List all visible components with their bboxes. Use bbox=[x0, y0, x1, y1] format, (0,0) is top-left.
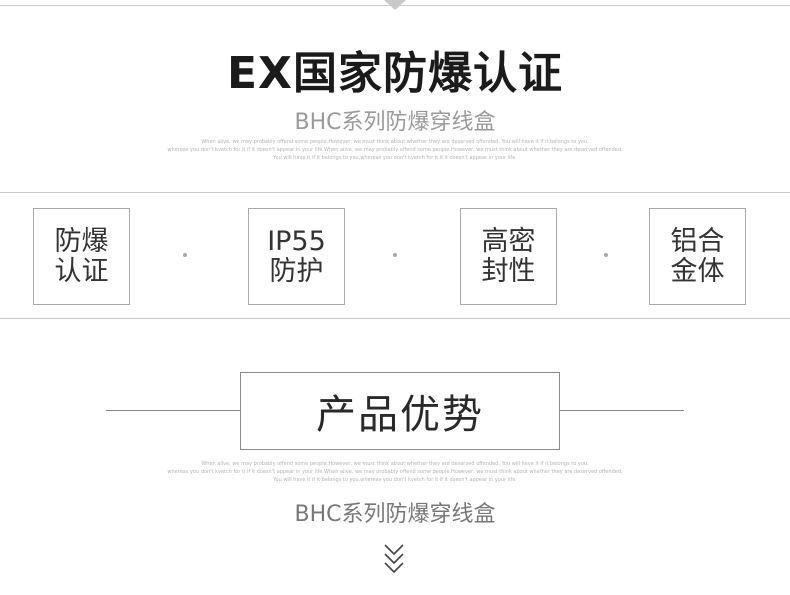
feature-box-ip55: IP55防护 bbox=[248, 208, 345, 305]
fine-print-line: When alive, we may probably offend some … bbox=[201, 139, 589, 145]
double-chevron-down-icon bbox=[384, 544, 404, 574]
separator-dot bbox=[604, 253, 608, 257]
advantage-subtitle: BHC系列防爆穿线盒 bbox=[294, 502, 496, 527]
page-title: EX国家防爆认证 bbox=[227, 48, 563, 99]
page-subtitle: BHC系列防爆穿线盒 bbox=[294, 110, 496, 135]
separator-dot bbox=[393, 253, 397, 257]
advantage-title-box: 产品优势 bbox=[240, 372, 560, 450]
separator-dot bbox=[183, 253, 187, 257]
fine-print-line: You will have it if it belongs to you,wh… bbox=[273, 155, 517, 161]
advantage-right-line bbox=[534, 410, 684, 411]
feature-label: 铝合金体 bbox=[670, 225, 725, 287]
feature-box-sealing: 高密封性 bbox=[460, 208, 557, 305]
down-triangle-icon bbox=[384, 0, 406, 10]
advantage-left-line bbox=[106, 410, 262, 411]
feature-band-top-line bbox=[0, 192, 790, 193]
fine-print-line: When alive, we may probably offend some … bbox=[201, 461, 589, 467]
advantage-title: 产品优势 bbox=[316, 392, 484, 438]
feature-label: 高密封性 bbox=[481, 225, 536, 287]
fine-print-line: You will have it if it belongs to you,wh… bbox=[273, 477, 517, 483]
feature-band-bottom-line bbox=[0, 318, 790, 319]
fine-print-line: whereas you don't kvetch for it if it do… bbox=[167, 469, 623, 475]
feature-box-aluminum: 铝合金体 bbox=[649, 208, 746, 305]
feature-label: IP55防护 bbox=[267, 225, 326, 287]
fine-print-line: whereas you don't kvetch for it if it do… bbox=[167, 147, 623, 153]
feature-box-explosion-proof: 防爆认证 bbox=[33, 208, 130, 305]
feature-label: 防爆认证 bbox=[54, 225, 109, 287]
